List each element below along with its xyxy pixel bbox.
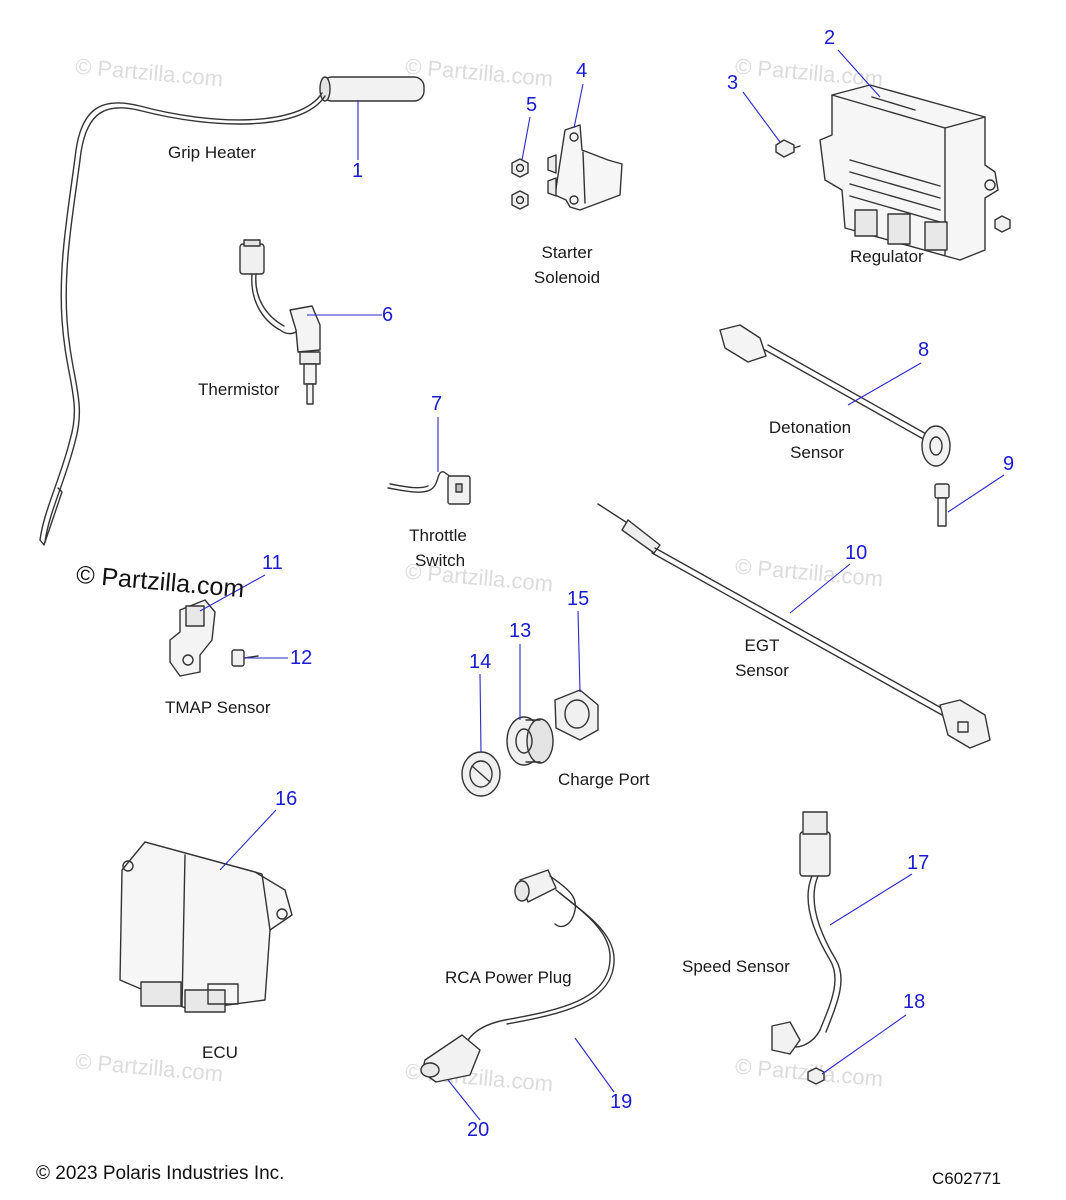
starter-solenoid-part [547,124,623,211]
solenoid-nuts [511,158,529,210]
copyright-text: © 2023 Polaris Industries Inc. [36,1163,285,1184]
label-ecu: ECU [202,1043,238,1062]
detonation-sensor-bolt [934,483,950,527]
callout-12[interactable]: 12 [290,647,313,669]
label-thermistor: Thermistor [198,380,280,399]
callout-10[interactable]: 10 [845,542,868,564]
callout-16[interactable]: 16 [275,788,298,810]
label-tmap-sensor: TMAP Sensor [165,698,271,717]
charge-port-nut [554,689,599,741]
callout-6[interactable]: 6 [382,304,394,326]
callout-3[interactable]: 3 [727,72,739,94]
label-throttle-switch-line2: Switch [414,551,466,570]
callout-1[interactable]: 1 [352,160,364,182]
label-grip-heater: Grip Heater [168,143,256,162]
callout-15[interactable]: 15 [567,588,590,610]
speed-sensor-part [771,811,842,1055]
label-charge-port: Charge Port [558,770,650,789]
callout-18[interactable]: 18 [903,991,926,1013]
callout-17[interactable]: 17 [907,852,930,874]
label-rca-power-plug: RCA Power Plug [445,968,572,987]
grip-heater-part [39,76,425,546]
label-detonation-sensor-line2: Sensor [790,443,844,462]
callout-9[interactable]: 9 [1003,453,1015,475]
tmap-screw [231,649,259,667]
label-throttle-switch-line1: Throttle [409,526,467,545]
detonation-sensor-part [719,324,951,467]
callout-20[interactable]: 20 [467,1119,490,1141]
charge-port-socket [506,716,554,766]
tmap-sensor-part [169,599,216,677]
egt-sensor-part [597,503,991,749]
label-egt-sensor-line2: Sensor [735,661,789,680]
callout-7[interactable]: 7 [431,393,443,415]
regulator-screw [775,139,801,158]
callout-14[interactable]: 14 [469,651,492,673]
label-speed-sensor: Speed Sensor [682,957,790,976]
regulator-part [819,84,1011,261]
label-regulator: Regulator [850,247,924,266]
label-starter-solenoid-line2: Solenoid [533,268,601,287]
throttle-switch-part [387,471,471,505]
thermistor-part [239,239,321,405]
diagram-code: C602771 [932,1169,1002,1188]
speed-sensor-screw [807,1067,825,1085]
callout-5[interactable]: 5 [526,94,538,116]
ecu-part [119,841,293,1013]
label-egt-sensor-line1: EGT [744,636,780,655]
callout-8[interactable]: 8 [918,339,930,361]
label-starter-solenoid-line1: Starter [541,243,593,262]
callout-2[interactable]: 2 [824,27,836,49]
label-detonation-sensor-line1: Detonation [768,418,852,437]
callout-4[interactable]: 4 [576,60,588,82]
charge-port-cap [461,751,501,797]
rca-power-plug-part [420,869,615,1083]
callout-11[interactable]: 11 [262,552,283,574]
callout-13[interactable]: 13 [509,620,532,642]
callout-19[interactable]: 19 [610,1091,633,1113]
